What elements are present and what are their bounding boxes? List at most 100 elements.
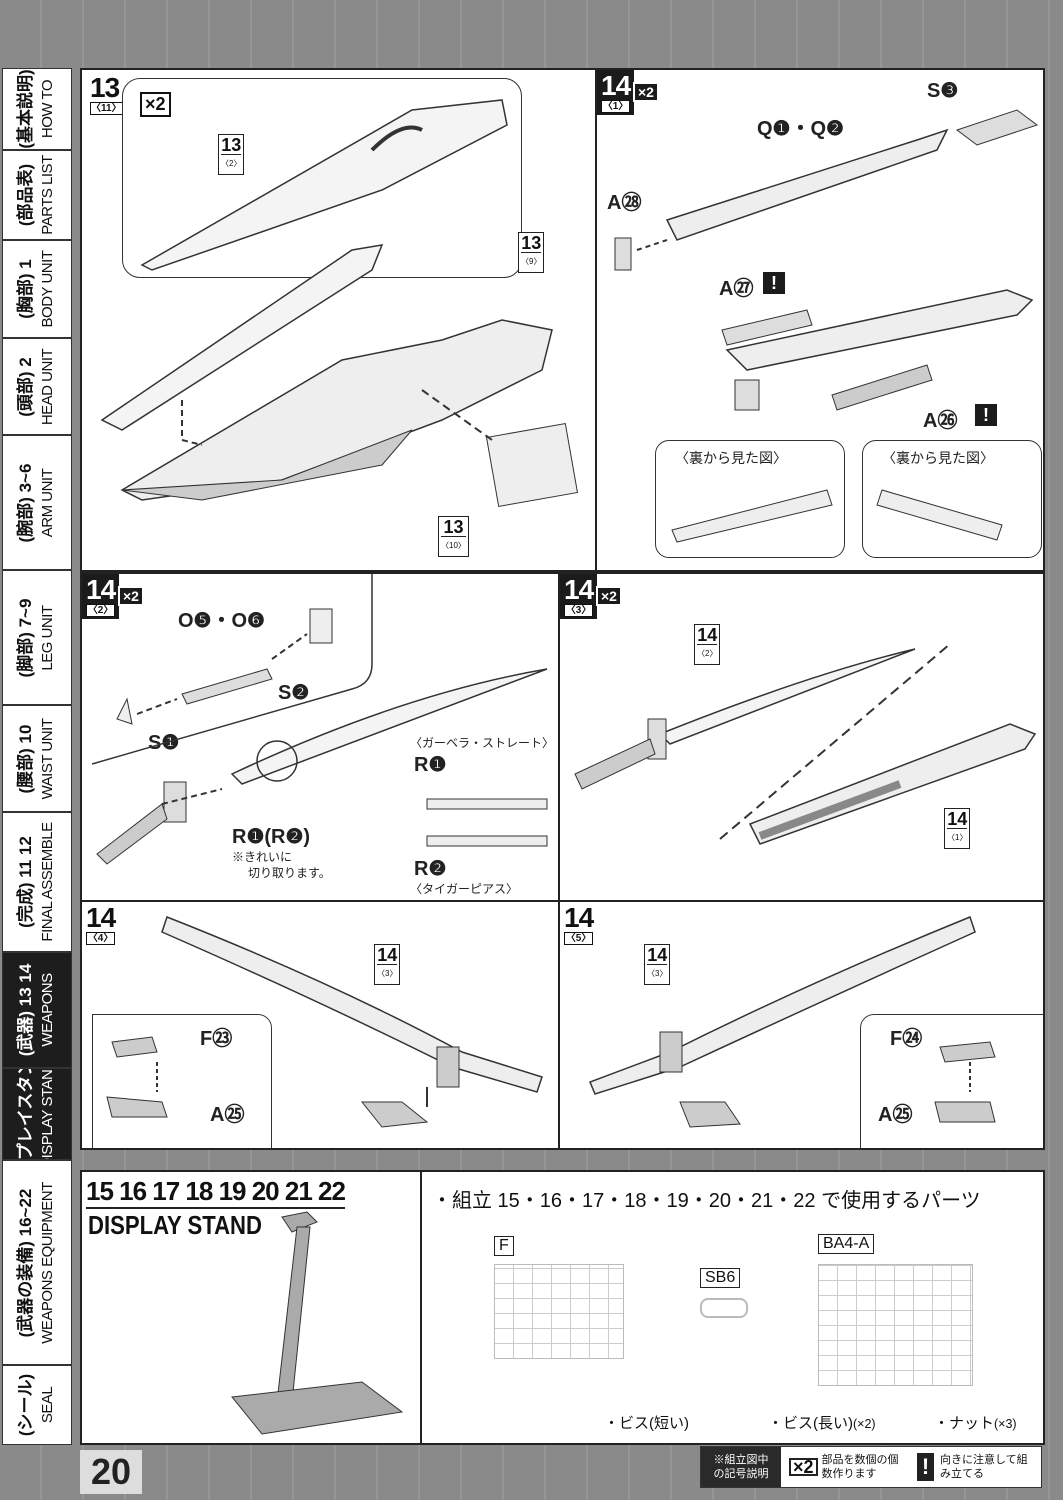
ref-14-1: 14〈1〉 bbox=[944, 808, 971, 849]
nut: ・ナット(×3) bbox=[934, 1415, 1017, 1432]
tab-label-en: WAIST UNIT bbox=[39, 718, 56, 799]
variant-label-tiger-pierce: 〈タイガーピアス〉 bbox=[410, 882, 519, 896]
tab-label-jp: (頭部) 2 bbox=[16, 356, 35, 417]
variant-label-gerbera: 〈ガーベラ・ストレート〉 bbox=[410, 736, 555, 750]
katana-sheathed-drawing bbox=[589, 916, 996, 1128]
part-label-s3: S❸ bbox=[927, 80, 959, 102]
ref-13-2: 13〈2〉 bbox=[218, 134, 245, 175]
tab-label-jp: (胸部) 1 bbox=[16, 259, 35, 319]
runner-sb6-part bbox=[700, 1298, 748, 1318]
tab-label-en: SEAL bbox=[39, 1386, 56, 1424]
multiply-badge: ×2 bbox=[596, 586, 622, 606]
tab-label-jp: (脚部) 7~9 bbox=[16, 598, 35, 677]
legend-multiply-text: 部品を数個の個数作ります bbox=[821, 1454, 899, 1480]
part-label-s2: S❷ bbox=[278, 682, 310, 704]
runner-ba4-a-sheet bbox=[818, 1264, 973, 1386]
step-number: 14〈2〉 bbox=[82, 574, 120, 619]
part-label-f24: F㉔ bbox=[890, 1028, 923, 1050]
step-13-11-panel: 13〈11〉 ×2 13〈2〉 13〈9〉 13〈10〉 bbox=[80, 68, 597, 572]
sheath-insert-drawing bbox=[574, 643, 1037, 845]
detail-callout bbox=[860, 1014, 1043, 1148]
ref-14-2: 14〈2〉 bbox=[694, 624, 721, 665]
tab-label-jp: (基本説明) bbox=[16, 69, 35, 149]
part-label-a27: A㉗ bbox=[719, 278, 754, 300]
tab-label-jp: (腰部) 10 bbox=[16, 724, 35, 793]
tab-label-en: WEAPONS bbox=[39, 973, 56, 1047]
tab-label-jp: (部品表) bbox=[16, 163, 35, 227]
tab-label-jp: (完成) 11 12 bbox=[16, 836, 35, 928]
step-number: 14〈1〉 bbox=[597, 70, 635, 115]
step-14-5-panel: 14〈5〉 14〈3〉 F㉔ A㉕ bbox=[558, 900, 1045, 1150]
part-label-q1-q2: Q❶・Q❷ bbox=[757, 118, 844, 140]
back-view-label: 〈裏から見た図〉 bbox=[675, 450, 787, 466]
tab-label-en: BODY UNIT bbox=[39, 250, 56, 328]
sidebar-tab-how-to[interactable]: (基本説明)HOW TO bbox=[2, 68, 72, 150]
katana-assembly-drawing bbox=[91, 574, 548, 865]
tab-label-en: HEAD UNIT bbox=[39, 348, 56, 425]
step-14-1-panel: 14〈1〉 ×2 S❸ Q❶・Q❷ A㉘ A㉗ ! A㉖ ! 〈裏から見た図〉 … bbox=[595, 68, 1045, 572]
sheath-assembly-drawing bbox=[614, 109, 1039, 543]
legend-warning-text: 向きに注意して組み立てる bbox=[939, 1454, 1028, 1480]
parts-used-heading: ・組立 15・16・17・18・19・20・21・22 で使用するパーツ bbox=[432, 1190, 981, 1212]
tab-label: (基本説明)HOW TO bbox=[15, 69, 59, 148]
tab-label: (ディスプレイスタンド) 15DISPLAY STAND bbox=[15, 1068, 59, 1160]
display-stand-title: DISPLAY STAND bbox=[88, 1210, 262, 1240]
part-label-a28: A㉘ bbox=[607, 192, 642, 214]
ref-13-10: 13〈10〉 bbox=[438, 516, 469, 557]
cut-note: ※きれいに bbox=[232, 850, 293, 864]
tab-label-en: LEG UNIT bbox=[39, 604, 56, 671]
part-label-o5-o6: O❺・O❻ bbox=[178, 610, 265, 632]
symbol-legend: ※組立図中の記号説明 ×2 部品を数個の個数作ります ! 向きに注意して組み立て… bbox=[700, 1446, 1042, 1488]
part-label-r: R❶(R❷) bbox=[232, 826, 311, 848]
ref-14-3: 14〈3〉 bbox=[644, 944, 671, 985]
screw-short: ・ビス(短い) bbox=[604, 1415, 689, 1432]
warning-icon: ! bbox=[763, 272, 785, 294]
tab-label: (部品表)PARTS LIST bbox=[15, 155, 59, 234]
tab-label-jp: (武器) 13 14 bbox=[16, 963, 35, 1057]
multiply-badge: ×2 bbox=[118, 586, 144, 606]
runner-label-f: F bbox=[494, 1236, 514, 1256]
detail-callout bbox=[92, 1014, 272, 1148]
ref-13-9: 13〈9〉 bbox=[518, 232, 545, 273]
warning-icon: ! bbox=[975, 404, 997, 426]
back-view-label: 〈裏から見た図〉 bbox=[882, 450, 994, 466]
tab-label-jp: (武器の装備) 16~22 bbox=[16, 1188, 35, 1337]
sidebar-tab-display-stand[interactable]: (ディスプレイスタンド) 15DISPLAY STAND bbox=[2, 1068, 72, 1160]
tab-label-en: ARM UNIT bbox=[39, 468, 56, 537]
step-number: 14〈5〉 bbox=[560, 902, 598, 947]
legend-title: ※組立図中の記号説明 bbox=[701, 1447, 781, 1487]
step-14-2-panel: 14〈2〉 ×2 O❺・O❻ S❷ S❶ R❶(R❷) ※きれいに 切り取ります… bbox=[80, 572, 560, 902]
sidebar-tab-seal[interactable]: (シール)SEAL bbox=[2, 1365, 72, 1445]
display-stand-illustration bbox=[231, 1211, 404, 1435]
katana-sheathed-drawing bbox=[106, 916, 543, 1128]
tab-label-en: DISPLAY STAND bbox=[39, 1068, 56, 1160]
tab-label: (シール)SEAL bbox=[15, 1374, 59, 1436]
part-label-r1: R❶ bbox=[414, 754, 447, 776]
step-number: 14〈4〉 bbox=[82, 902, 120, 947]
step-number: 14〈3〉 bbox=[560, 574, 598, 619]
tab-label-jp: (シール) bbox=[16, 1373, 35, 1437]
part-label-r2: R❷ bbox=[414, 858, 447, 880]
rifle-assembly-drawing bbox=[100, 99, 579, 507]
runner-label-sb6: SB6 bbox=[700, 1268, 741, 1288]
page-number: 20 bbox=[80, 1450, 142, 1494]
display-stand-steps: 15 16 17 18 19 20 21 22 bbox=[86, 1176, 346, 1209]
screw-long: ・ビス(長い)(×2) bbox=[768, 1415, 876, 1432]
sidebar-tab-parts-list[interactable]: (部品表)PARTS LIST bbox=[2, 150, 72, 240]
